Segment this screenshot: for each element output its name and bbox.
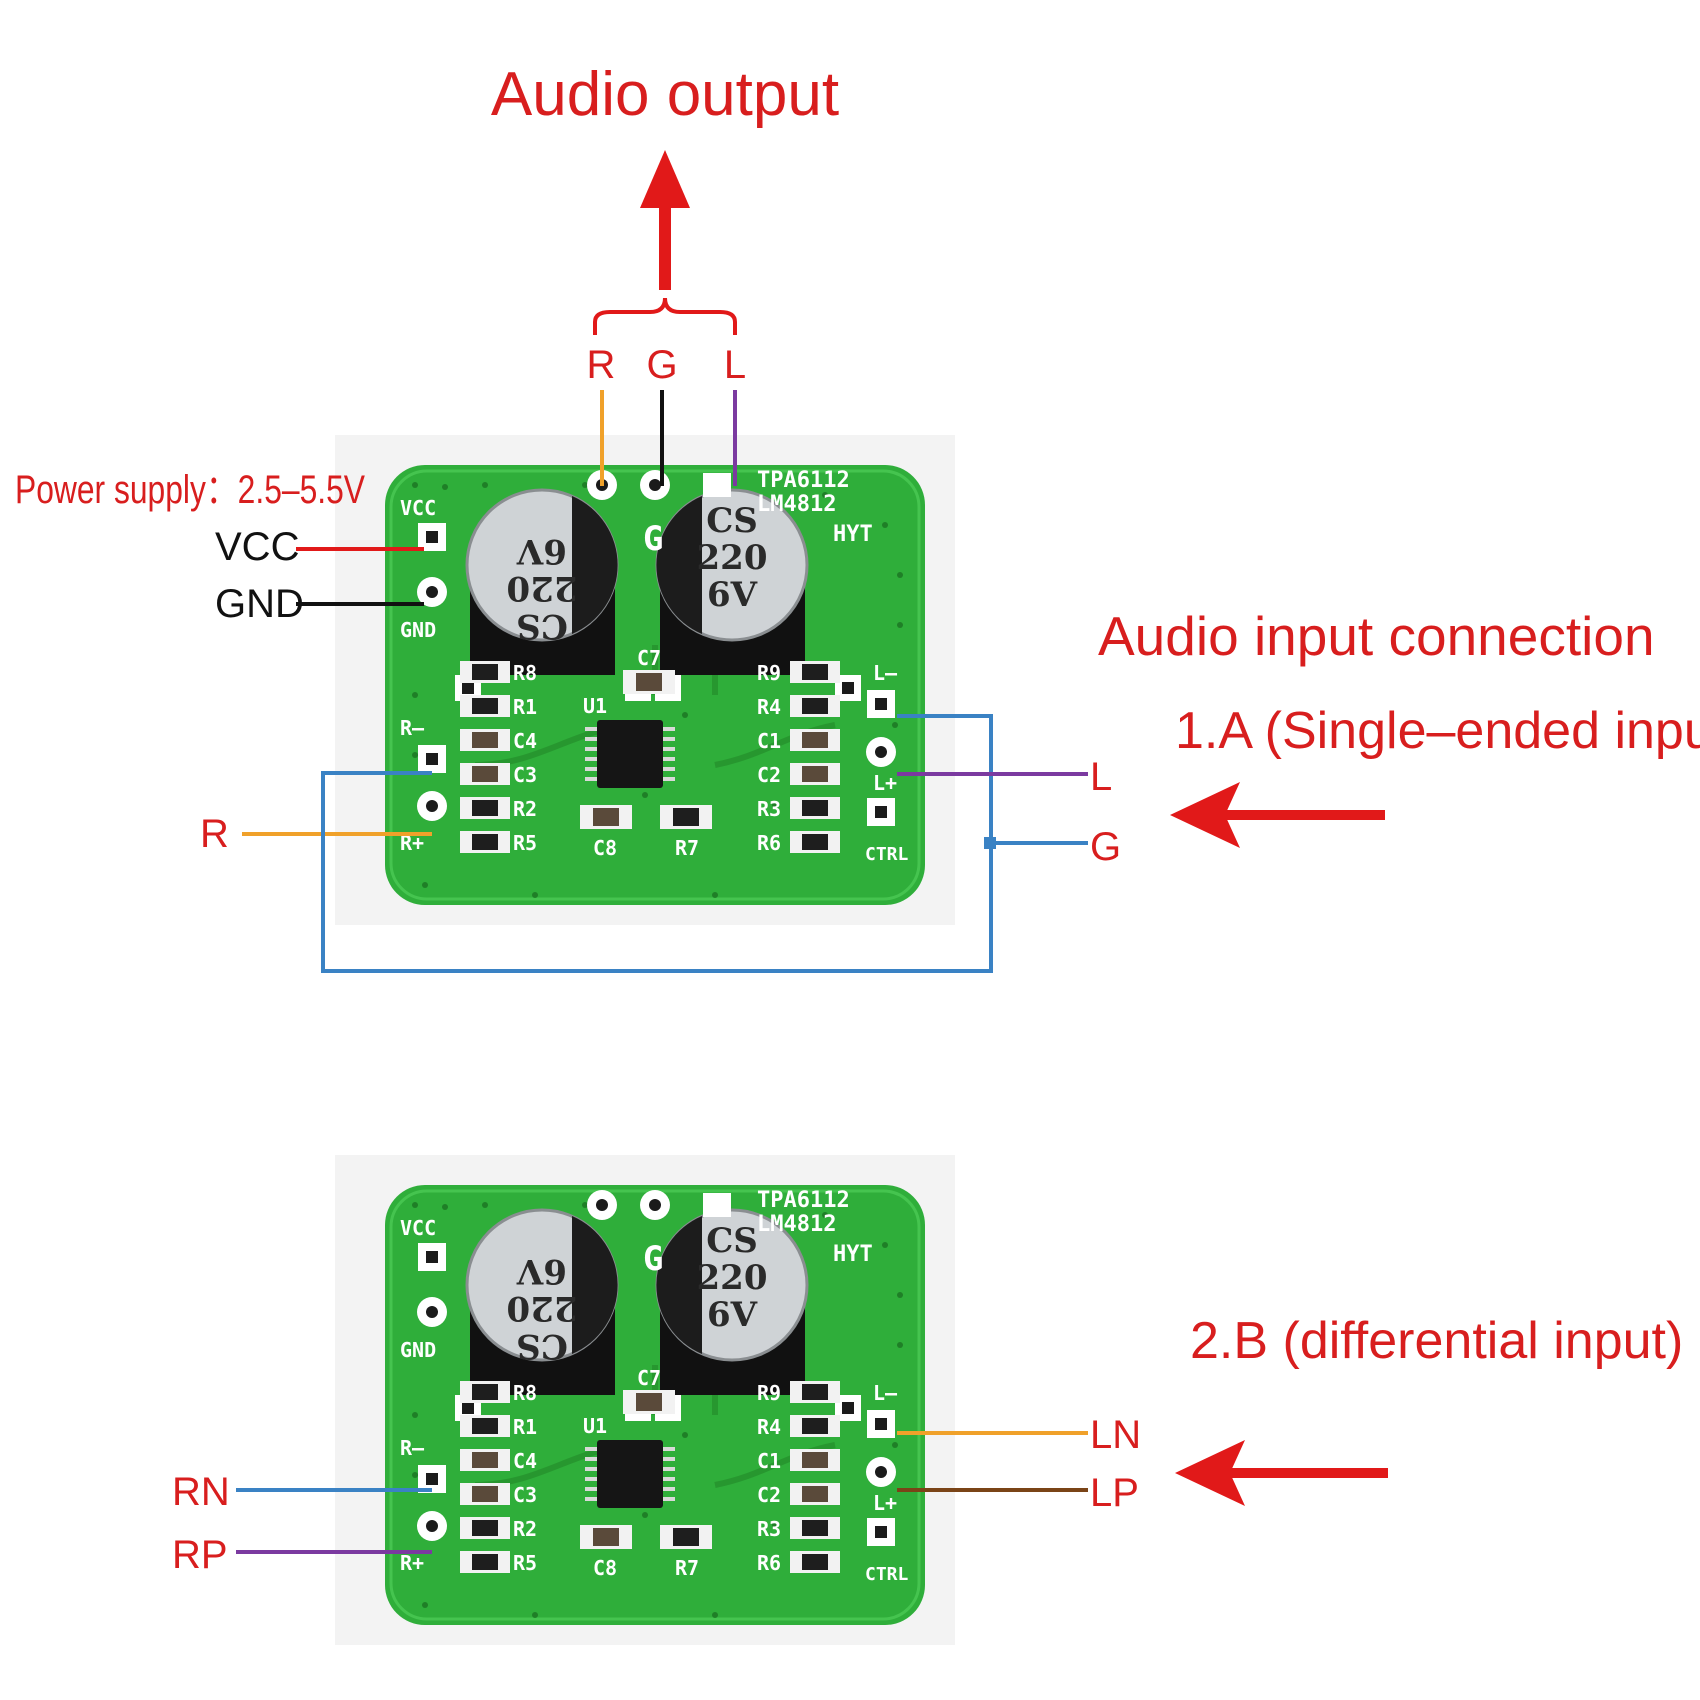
output-label-l: L [724,343,746,387]
silk-ctrl: CTRL [865,844,909,865]
cap-right-label-2: 220 [697,538,768,578]
pcb-module-top: 6V 220 CS CS 220 6V VCC GND G TPA6112 LM… [335,435,955,925]
silk-c2: C2 [757,1483,781,1507]
silk-l-plus: L+ [873,771,897,795]
silk-c7: C7 [637,646,661,670]
power-supply-label: Power supply：2.5–5.5V [15,468,365,512]
silk-r-minus: R– [400,1436,425,1460]
cap-left-label-2: 220 [507,1288,578,1328]
silk-gnd: GND [400,1338,436,1362]
silk-c3: C3 [513,763,537,787]
mode-b-label: 2.B (differential input) [1190,1312,1683,1370]
silk-r6: R6 [757,831,781,855]
silk-r3: R3 [757,1517,781,1541]
silk-vcc: VCC [400,1216,436,1240]
cap-right-label-1: CS [706,501,758,541]
mode-a-label: 1.A (Single–ended input) [1175,702,1700,760]
silk-r1: R1 [513,695,537,719]
silk-c1: C1 [757,1449,781,1473]
cap-right-label-2: 220 [697,1258,768,1298]
audio-input-title: Audio input connection [1098,605,1655,667]
silk-r9: R9 [757,1381,781,1405]
ln-label: LN [1090,1413,1141,1457]
cap-left-label-1: 6V [516,531,567,571]
silk-r4: R4 [757,695,781,719]
input-arrow-icon-b [1175,1440,1388,1506]
cap-right-label-3: 6V [707,575,758,615]
silk-c2: C2 [757,763,781,787]
wire-ground-loop [321,714,993,973]
output-arrow-icon [640,150,690,290]
silk-gnd: GND [400,618,436,642]
rn-label: RN [172,1470,230,1514]
silk-r5: R5 [513,831,537,855]
silk-l-plus: L+ [873,1491,897,1515]
top-section: Audio output R G L 6V 220 CS CS 220 6V V… [15,60,1700,973]
silk-c3: C3 [513,1483,537,1507]
silk-r7: R7 [675,1556,699,1580]
lp-label: LP [1090,1471,1139,1515]
silk-r7: R7 [675,836,699,860]
input-arrow-icon-a [1170,782,1385,848]
rp-label: RP [172,1533,228,1577]
output-label-g: G [646,343,677,387]
silk-r9: R9 [757,661,781,685]
silk-r-plus: R+ [400,1551,424,1575]
silk-chip2: LM4812 [757,492,836,517]
silk-r8: R8 [513,1381,537,1405]
gnd-label: GND [215,582,304,626]
silk-chip1: TPA6112 [757,1188,850,1213]
silk-r1: R1 [513,1415,537,1439]
audio-output-title: Audio output [491,60,839,129]
silk-r3: R3 [757,797,781,821]
cap-right-label-3: 6V [707,1295,758,1335]
silk-u1: U1 [583,1414,607,1438]
silk-c4: C4 [513,1449,537,1473]
silk-chip1: TPA6112 [757,468,850,493]
input-r-label: R [200,812,229,856]
silk-ctrl: CTRL [865,1564,909,1585]
silk-brand: HYT [833,522,873,547]
cap-right-label-1: CS [706,1221,758,1261]
silk-r-minus: R– [400,716,425,740]
cap-left-label-1: 6V [516,1251,567,1291]
silk-r6: R6 [757,1551,781,1575]
cap-left-label-2: 220 [507,568,578,608]
silk-brand: HYT [833,1242,873,1267]
silk-c7: C7 [637,1366,661,1390]
cap-left-label-3: CS [516,606,568,646]
input-l-label: L [1090,755,1112,799]
silk-l-minus: L– [873,1381,898,1405]
bottom-section: 6V 220 CS CS 220 6V VCC GND G TPA6112 LM… [172,1155,1683,1645]
silk-c4: C4 [513,729,537,753]
silk-c8: C8 [593,1556,617,1580]
silk-r8: R8 [513,661,537,685]
vcc-label: VCC [215,525,299,569]
pcb-module-bottom: 6V 220 CS CS 220 6V VCC GND G TPA6112 LM… [335,1155,955,1645]
silk-vcc: VCC [400,496,436,520]
silk-c1: C1 [757,729,781,753]
silk-chip2: LM4812 [757,1212,836,1237]
silk-g: G [643,1239,663,1279]
silk-g: G [643,519,663,559]
output-brace [593,297,737,335]
junction-dot [984,837,996,849]
silk-r2: R2 [513,1517,537,1541]
silk-r2: R2 [513,797,537,821]
silk-u1: U1 [583,694,607,718]
input-g-label: G [1090,825,1121,869]
cap-left-label-3: CS [516,1326,568,1366]
silk-c8: C8 [593,836,617,860]
output-label-r: R [587,343,616,387]
silk-l-minus: L– [873,661,898,685]
silk-r5: R5 [513,1551,537,1575]
silk-r4: R4 [757,1415,781,1439]
